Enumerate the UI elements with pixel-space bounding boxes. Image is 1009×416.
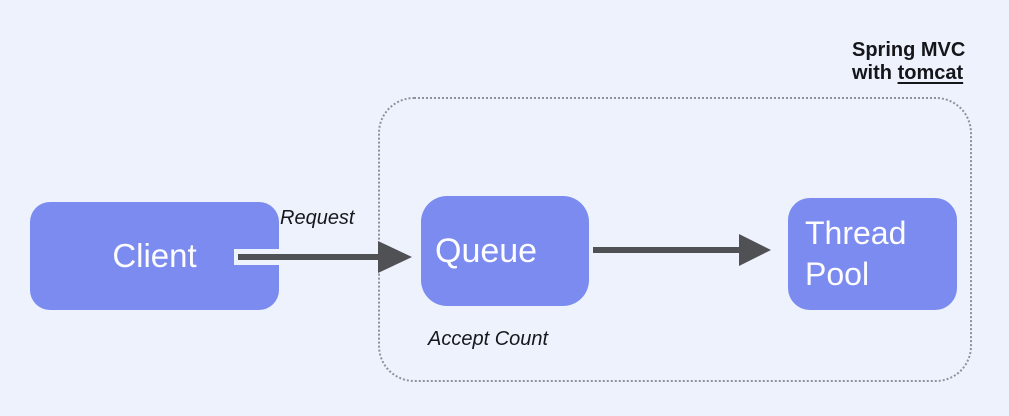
node-client-label: Client [112, 237, 197, 274]
arrow-head-icon [739, 234, 771, 266]
node-queue: Queue [421, 196, 589, 306]
boundary-title: Spring MVC with tomcat [852, 39, 965, 85]
tomcat-boundary-box [378, 97, 972, 382]
node-queue-label: Queue [435, 231, 538, 270]
arrow-head-icon [378, 241, 412, 273]
arrow-client-to-queue [234, 241, 412, 273]
request-edge-label: Request [280, 207, 355, 229]
boundary-title-tomcat: tomcat [897, 62, 964, 84]
boundary-title-with: with [852, 62, 892, 84]
node-thread-pool-label: Thread Pool [805, 215, 907, 292]
boundary-title-line1: Spring MVC [852, 39, 965, 62]
boundary-title-line2: with tomcat [852, 62, 965, 85]
accept-count-annotation: Accept Count [428, 328, 549, 350]
arrow-queue-to-threadpool [593, 234, 771, 266]
node-thread-pool: Thread Pool [788, 198, 957, 310]
boundary-title-text: Spring MVC [852, 39, 966, 61]
